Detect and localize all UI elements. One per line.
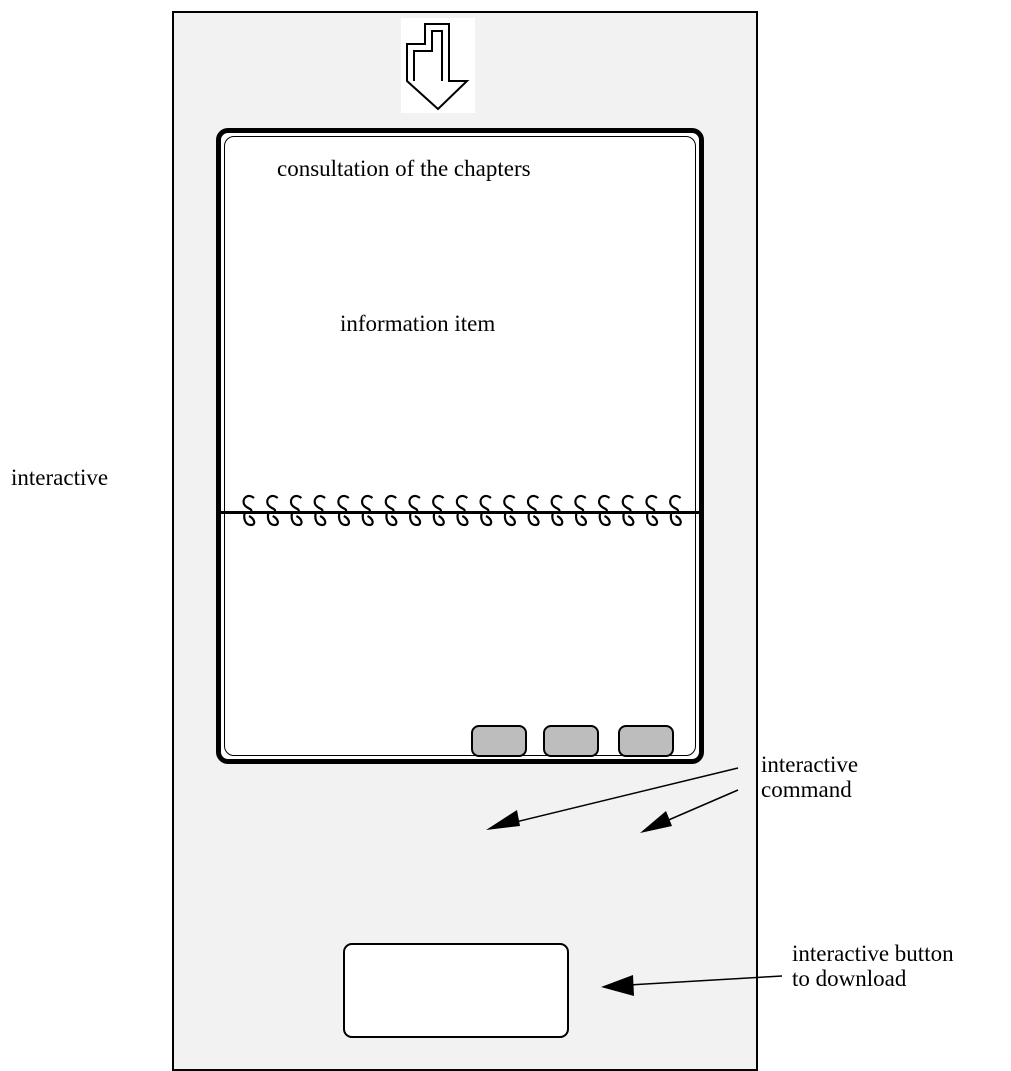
spiral-coil: [289, 494, 303, 527]
spiral-coil: [574, 494, 588, 527]
spiral-coil: [384, 494, 398, 527]
spiral-coil: [550, 494, 564, 527]
spiral-coil: [669, 494, 682, 527]
command-button-2[interactable]: [543, 725, 599, 757]
command-button-3[interactable]: [618, 725, 674, 757]
spiral-coil: [621, 494, 635, 527]
binding-line: [220, 511, 700, 514]
information-item-label: information item: [340, 311, 496, 336]
notebook-screen: [216, 128, 704, 764]
arrow-to-command-button-3-head: [640, 811, 672, 833]
chapters-title: consultation of the chapters: [277, 156, 531, 181]
spiral-coil: [526, 494, 540, 527]
spiral-coil: [266, 494, 279, 527]
spiral-coil: [361, 494, 374, 527]
download-label-line1: interactive button: [792, 941, 954, 966]
spiral-coil: [337, 494, 351, 527]
spiral-coil: [598, 494, 611, 527]
interactive-command-label-line1: interactive: [761, 752, 859, 777]
spiral-coil: [432, 494, 445, 527]
spiral-coil: [242, 494, 256, 527]
spiral-coil: [313, 494, 327, 527]
arrow-to-download-button-head: [601, 975, 634, 996]
arrow-to-command-button-1: [494, 767, 739, 828]
spiral-coil: [408, 494, 422, 527]
arrow-to-command-button-1-head: [486, 810, 520, 830]
arrow-to-download-button: [611, 975, 783, 987]
interactive-label: interactive: [11, 465, 109, 490]
spiral-coil: [479, 494, 493, 527]
interactive-command-label-line2: command: [761, 777, 852, 802]
spiral-coil: [455, 494, 469, 527]
download-label-line2: to download: [792, 966, 907, 991]
spiral-coil: [503, 494, 516, 527]
command-button-1[interactable]: [471, 725, 527, 757]
spiral-coil: [645, 494, 659, 527]
down-arrow-icon: [401, 18, 475, 113]
download-button[interactable]: [343, 943, 569, 1038]
notebook-page: [224, 136, 696, 756]
spiral-binding-icon: [242, 494, 682, 527]
